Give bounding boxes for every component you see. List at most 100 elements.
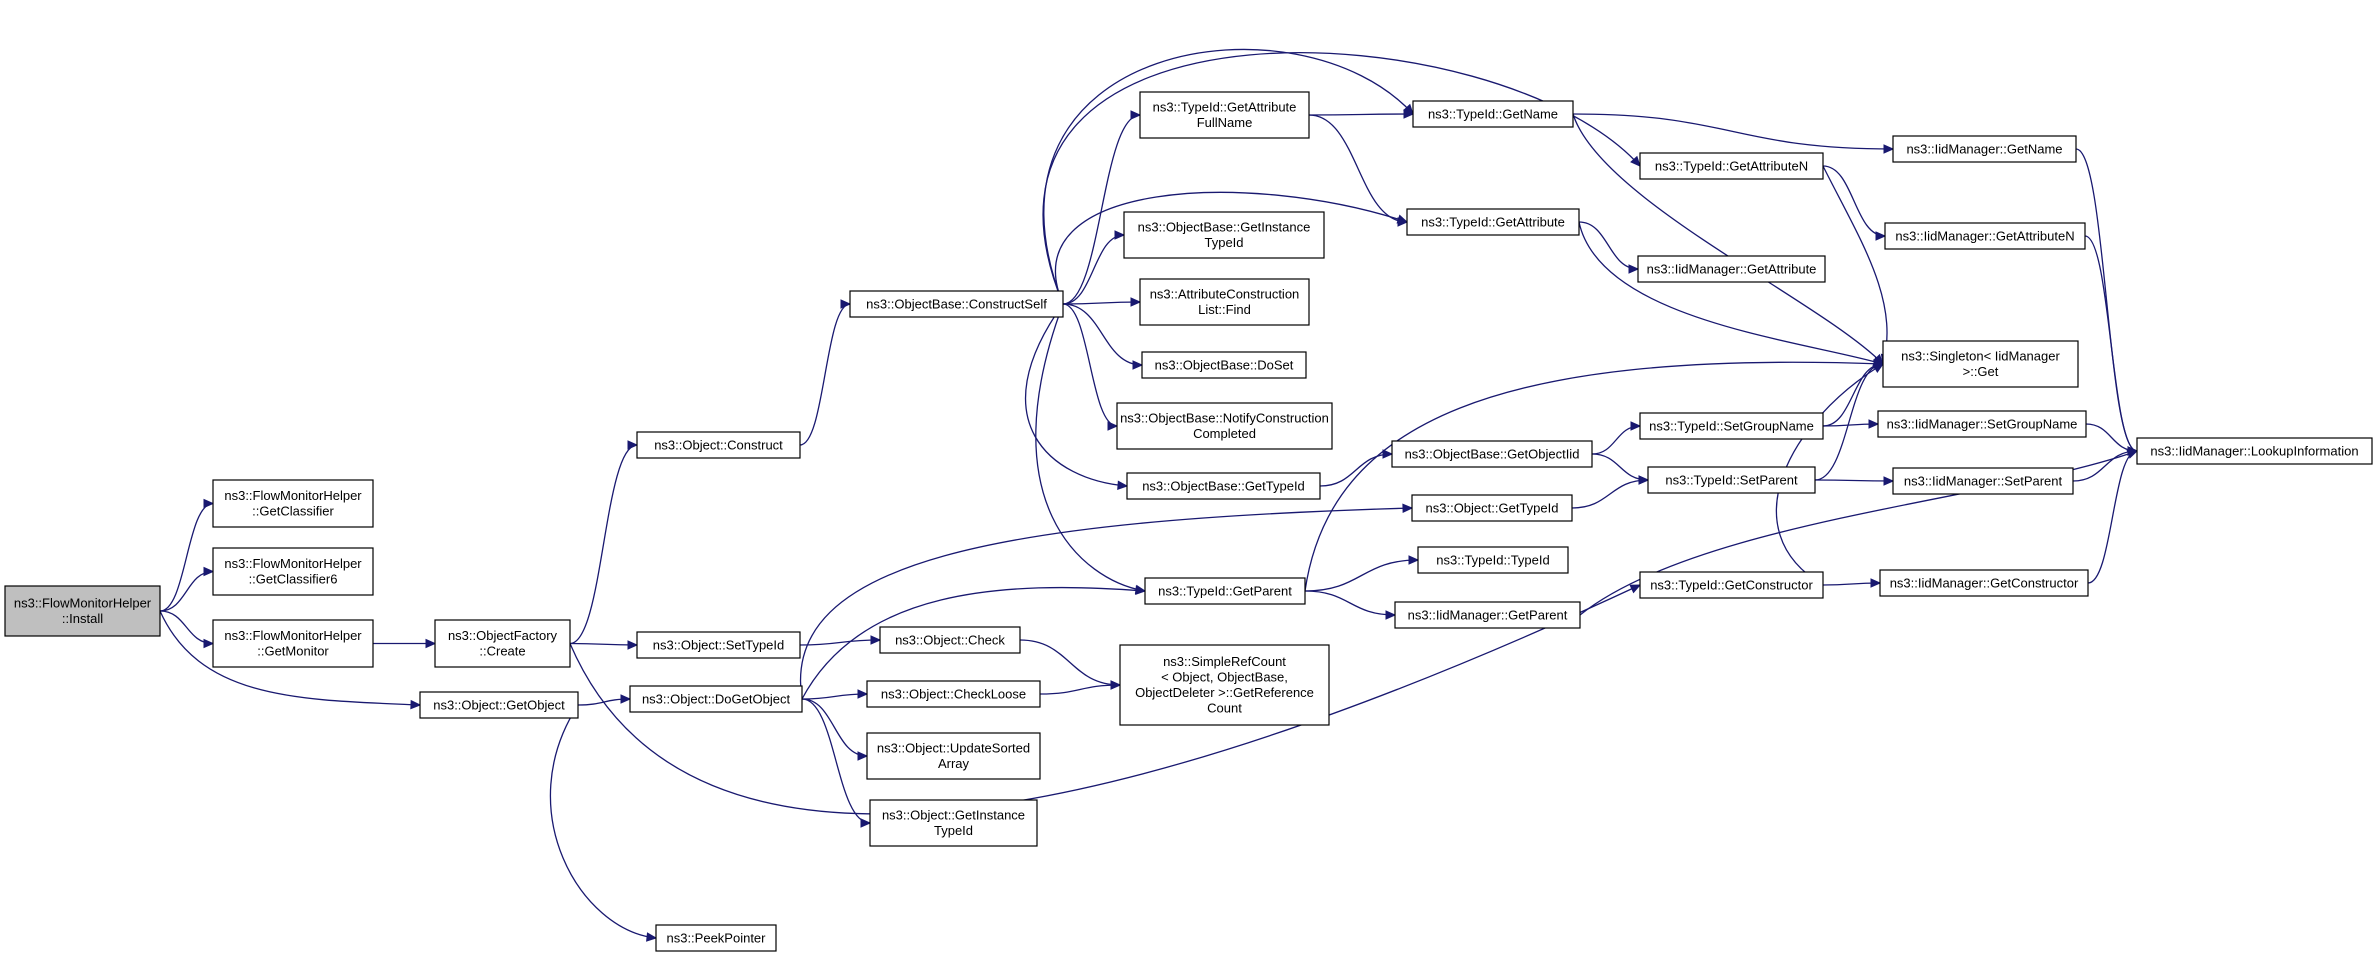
node-label: < Object, ObjectBase, — [1161, 670, 1288, 685]
node-object_checkloose[interactable]: ns3::Object::CheckLoose — [866, 680, 1041, 708]
edge-line — [1062, 301, 1141, 305]
edge-typeid_getattributen-to-iid_getattributen — [1822, 165, 1887, 241]
edge-arrowhead — [1110, 680, 1122, 690]
node-objbase_getobjectiid[interactable]: ns3::ObjectBase::GetObjectIid — [1391, 440, 1593, 468]
node-object_construct[interactable]: ns3::Object::Construct — [636, 431, 801, 459]
node-iid_getparent[interactable]: ns3::IidManager::GetParent — [1394, 601, 1581, 629]
node-label: ns3::TypeId::GetAttributeN — [1655, 158, 1808, 173]
node-label: ns3::Object::UpdateSorted — [877, 741, 1030, 756]
node-iid_getconstructor[interactable]: ns3::IidManager::GetConstructor — [1879, 569, 2089, 597]
node-typeid_getconstructor[interactable]: ns3::TypeId::GetConstructor — [1639, 571, 1824, 599]
node-install[interactable]: ns3::FlowMonitorHelper::Install — [4, 585, 161, 637]
node-box — [636, 431, 801, 459]
node-objbase_constructself[interactable]: ns3::ObjectBase::ConstructSelf — [849, 290, 1064, 318]
node-box — [1639, 152, 1824, 180]
node-label: ns3::ObjectFactory — [448, 628, 558, 643]
edge-typeid_getattrfullname-to-typeid_getname — [1308, 109, 1415, 119]
edge-line — [1024, 303, 1128, 487]
node-label: Array — [938, 756, 970, 771]
node-box — [655, 924, 777, 952]
edge-arrowhead — [857, 751, 869, 761]
node-box — [1882, 340, 2079, 388]
node-peekpointer[interactable]: ns3::PeekPointer — [655, 924, 777, 952]
edge-line — [1572, 113, 1894, 150]
edge-line — [1591, 425, 1641, 455]
node-box — [1892, 135, 2077, 163]
edge-line — [159, 610, 421, 706]
node-objbase_notifyconst[interactable]: ns3::ObjectBase::NotifyConstructionCompl… — [1116, 402, 1333, 450]
node-typeid_getattributen[interactable]: ns3::TypeId::GetAttributeN — [1639, 152, 1824, 180]
node-iid_setparent[interactable]: ns3::IidManager::SetParent — [1892, 467, 2074, 495]
edge-line — [1019, 639, 1121, 686]
edge-arrowhead — [1883, 144, 1895, 154]
node-box — [1139, 278, 1310, 326]
node-getclassifier6[interactable]: ns3::FlowMonitorHelper::GetClassifier6 — [212, 547, 374, 596]
node-iid_getname[interactable]: ns3::IidManager::GetName — [1892, 135, 2077, 163]
node-box — [1639, 571, 1824, 599]
edge-arrowhead — [1130, 297, 1142, 307]
node-typeid_getparent[interactable]: ns3::TypeId::GetParent — [1144, 577, 1306, 605]
edge-line — [2075, 148, 2138, 452]
node-box — [1637, 255, 1826, 283]
node-objbase_gettypeid[interactable]: ns3::ObjectBase::GetTypeId — [1126, 472, 1321, 500]
edge-arrowhead — [1382, 449, 1394, 459]
node-label: ns3::Singleton< IidManager — [1901, 349, 2060, 364]
edge-object_checkloose-to-simplerefcount — [1039, 680, 1122, 695]
node-object_check[interactable]: ns3::Object::Check — [879, 626, 1021, 654]
node-iid_lookupinfo[interactable]: ns3::IidManager::LookupInformation — [2136, 437, 2373, 465]
node-object_settypeid[interactable]: ns3::Object::SetTypeId — [636, 631, 801, 659]
node-box — [1412, 100, 1574, 128]
node-objfactory_create[interactable]: ns3::ObjectFactory::Create — [434, 619, 571, 668]
node-label: ns3::TypeId::GetParent — [1158, 583, 1292, 598]
edge-arrowhead — [1408, 555, 1420, 565]
node-typeid_getname[interactable]: ns3::TypeId::GetName — [1412, 100, 1574, 128]
edge-iid_getname-to-iid_lookupinfo — [2075, 148, 2139, 456]
node-label: ns3::TypeId::SetParent — [1665, 472, 1798, 487]
edge-install-to-object_getobject — [159, 610, 422, 710]
node-label: ::GetClassifier — [252, 504, 334, 519]
edge-arrowhead — [1872, 363, 1885, 373]
node-getclassifier[interactable]: ns3::FlowMonitorHelper::GetClassifier — [212, 479, 374, 528]
node-object_gettypeid[interactable]: ns3::Object::GetTypeId — [1411, 494, 1573, 522]
node-label: >::Get — [1963, 364, 1999, 379]
node-typeid_getattribute[interactable]: ns3::TypeId::GetAttribute — [1406, 208, 1580, 236]
node-box — [212, 479, 374, 528]
node-object_dogetobject[interactable]: ns3::Object::DoGetObject — [629, 685, 803, 713]
node-object_getobject[interactable]: ns3::Object::GetObject — [419, 691, 579, 719]
node-singleton_get[interactable]: ns3::Singleton< IidManager>::Get — [1882, 340, 2079, 388]
edge-line — [801, 586, 1146, 700]
node-label: ns3::Object::Construct — [654, 437, 783, 452]
node-getmonitor[interactable]: ns3::FlowMonitorHelper::GetMonitor — [212, 619, 374, 668]
edge-iid_getattributen-to-iid_lookupinfo — [2084, 235, 2139, 456]
node-label: ns3::IidManager::GetConstructor — [1890, 575, 2079, 590]
node-typeid_typeid[interactable]: ns3::TypeId::TypeId — [1417, 546, 1569, 574]
node-iid_getattributen[interactable]: ns3::IidManager::GetAttributeN — [1884, 222, 2086, 250]
node-box — [2136, 437, 2373, 465]
edge-objbase_constructself-to-objbase_gettypeid — [1024, 303, 1129, 491]
node-box — [434, 619, 571, 668]
node-label: ObjectDeleter >::GetReference — [1135, 685, 1314, 700]
node-iid_getattribute[interactable]: ns3::IidManager::GetAttribute — [1637, 255, 1826, 283]
edge-line — [1042, 52, 1641, 305]
node-objbase_doset[interactable]: ns3::ObjectBase::DoSet — [1141, 351, 1307, 379]
node-typeid_setparent[interactable]: ns3::TypeId::SetParent — [1647, 466, 1816, 494]
node-label: ::GetMonitor — [257, 644, 329, 659]
node-label: ns3::IidManager::GetAttributeN — [1895, 228, 2074, 243]
node-typeid_setgroupname[interactable]: ns3::TypeId::SetGroupName — [1639, 412, 1824, 440]
edge-typeid_setparent-to-iid_setparent — [1814, 476, 1895, 486]
edge-arrowhead — [1870, 578, 1882, 588]
edge-objbase_constructself-to-objbase_getinstancetypeid — [1062, 230, 1126, 305]
node-simplerefcount[interactable]: ns3::SimpleRefCount< Object, ObjectBase,… — [1119, 644, 1330, 726]
edge-line — [1062, 303, 1118, 427]
node-box — [1391, 440, 1593, 468]
edge-object_dogetobject-to-object_getinstancetypeid — [801, 698, 872, 828]
node-iid_setgroupname[interactable]: ns3::IidManager::SetGroupName — [1877, 410, 2087, 438]
node-label: ns3::FlowMonitorHelper — [14, 596, 152, 611]
edge-line — [1062, 303, 1143, 366]
edge-typeid_getattributen-to-singleton_get — [1822, 165, 1891, 366]
